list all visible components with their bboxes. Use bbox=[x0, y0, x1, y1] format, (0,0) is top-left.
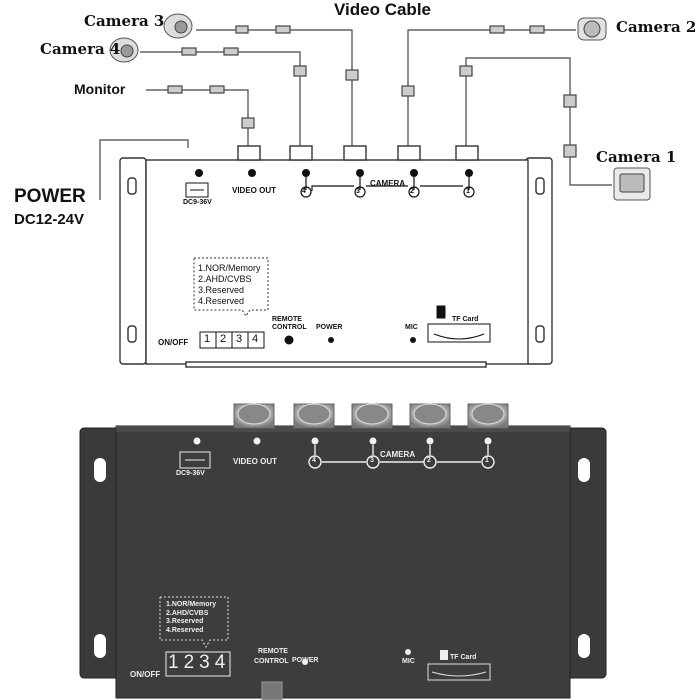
photo-video-out-label: VIDEO OUT bbox=[233, 457, 278, 466]
port-dots bbox=[195, 169, 473, 345]
photo-mic-label: MIC bbox=[402, 658, 415, 665]
photo-dip-digit-2[interactable]: 2 bbox=[183, 652, 200, 673]
video-out-label: VIDEO OUT bbox=[232, 186, 277, 195]
dip-note-3: 3.Reserved bbox=[198, 285, 245, 295]
photo-dip-digit-3[interactable]: 3 bbox=[199, 652, 215, 673]
tf-card-slot bbox=[427, 305, 491, 343]
dip-note-2: 2.AHD/CVBS bbox=[198, 274, 252, 284]
photo-port-4: 4 bbox=[312, 457, 316, 464]
on-off-label: ON/OFF bbox=[158, 338, 189, 347]
monitor-label: Monitor bbox=[74, 81, 126, 97]
photo-on-off-label: ON/OFF bbox=[130, 670, 161, 679]
camera2-icon bbox=[577, 17, 607, 41]
cable-camera1 bbox=[459, 57, 612, 186]
remote-label-line1: REMOTE bbox=[272, 316, 302, 323]
photo-dip-digit-1[interactable]: 1 bbox=[168, 652, 184, 673]
photo-power-label: POWER bbox=[292, 657, 319, 664]
photo-dip-note-1: 1.NOR/Memory bbox=[166, 601, 217, 608]
photo-port-1: 1 bbox=[485, 457, 489, 464]
dc-label: DC9-36V bbox=[183, 199, 212, 206]
photo-dip-note-2: 2.AHD/CVBS bbox=[166, 609, 209, 617]
camera4-icon bbox=[109, 37, 139, 63]
power-voltage: DC12-24V bbox=[14, 211, 85, 228]
cable-camera3 bbox=[196, 25, 359, 81]
photo-remote-line1: REMOTE bbox=[258, 648, 288, 655]
camera4-label: Camera 4 bbox=[40, 40, 121, 58]
dip-notes: 1.NOR/Memory 2.AHD/CVBS 3.Reserved 4.Res… bbox=[198, 263, 261, 307]
photo-dip-note-3: 3.Reserved bbox=[166, 618, 204, 625]
photo-dip-digits[interactable]: 1234 bbox=[168, 652, 230, 674]
power-title: POWER bbox=[14, 186, 86, 207]
photo-dip-notes: 1.NOR/Memory 2.AHD/CVBS 3.Reserved 4.Res… bbox=[166, 601, 216, 635]
video-cable-title: Video Cable bbox=[334, 0, 431, 19]
cable-monitor bbox=[146, 85, 255, 129]
power-led-label: POWER bbox=[316, 324, 343, 331]
photo-remote-label: REMOTE CONTROL bbox=[254, 647, 289, 667]
tf-card-label: TF Card bbox=[452, 316, 479, 323]
dip-note-1: 1.NOR/Memory bbox=[198, 263, 261, 273]
remote-label-line2: CONTROL bbox=[272, 324, 307, 331]
cable-camera4 bbox=[140, 47, 307, 77]
cable-camera2 bbox=[401, 25, 576, 97]
camera3-icon bbox=[163, 13, 193, 39]
photo-tf-label: TF Card bbox=[450, 654, 477, 661]
remote-control-label: REMOTE CONTROL bbox=[272, 316, 307, 332]
power-lead bbox=[99, 139, 189, 200]
dip-digit-4: 4 bbox=[252, 333, 259, 345]
photo-port-3: 3 bbox=[370, 457, 374, 464]
photo-port-2: 2 bbox=[427, 457, 431, 464]
photo-remote-line2: CONTROL bbox=[254, 658, 289, 665]
dip-digit-3: 3 bbox=[236, 333, 243, 345]
mic-label: MIC bbox=[405, 324, 418, 331]
camera-bracket bbox=[300, 177, 475, 198]
photo-camera-label: CAMERA bbox=[380, 450, 416, 459]
photo-dip-note-4: 4.Reserved bbox=[166, 626, 204, 634]
dip-digit-2: 2 bbox=[220, 333, 227, 345]
camera1-icon bbox=[613, 167, 651, 201]
dip-digit-1: 1 bbox=[204, 333, 211, 345]
photo-dc-label: DC9-36V bbox=[176, 470, 205, 477]
dip-note-4: 4.Reserved bbox=[198, 296, 245, 306]
port-number-1: 1 bbox=[466, 188, 470, 195]
dip-switch[interactable] bbox=[199, 331, 265, 349]
port-number-3: 3 bbox=[356, 188, 360, 195]
camera2-label: Camera 2 bbox=[616, 18, 697, 36]
rca-connectors bbox=[233, 403, 509, 429]
port-number-2: 2 bbox=[410, 188, 414, 195]
port-drop-lines bbox=[247, 76, 467, 148]
camera1-label: Camera 1 bbox=[596, 148, 677, 166]
port-number-4: 4 bbox=[302, 188, 306, 195]
dc-power-icon bbox=[185, 182, 209, 198]
photo-dip-digit-4[interactable]: 4 bbox=[214, 652, 231, 673]
camera3-label: Camera 3 bbox=[84, 12, 165, 30]
camera-label: CAMERA bbox=[370, 179, 406, 188]
